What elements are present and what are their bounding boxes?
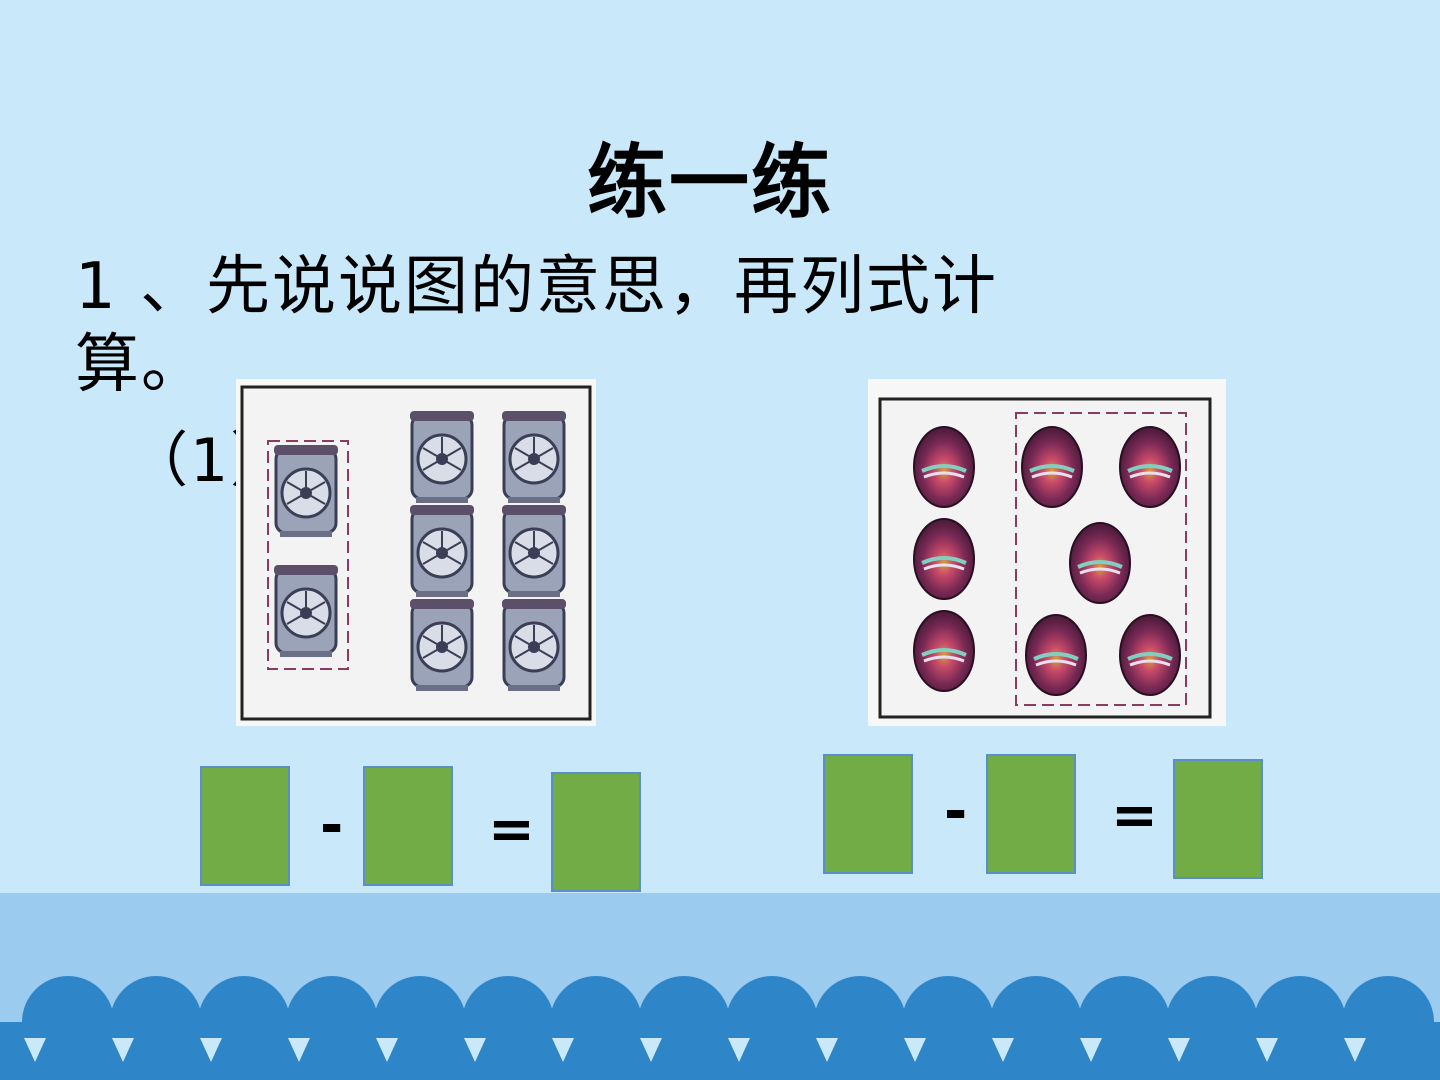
answer-box-right-1[interactable] — [823, 754, 913, 874]
egg-icon — [912, 425, 976, 509]
fan-icon — [272, 443, 340, 539]
instruction-text: 1 、先说说图的意思，再列式计算。 — [75, 250, 999, 402]
answer-box-left-3[interactable] — [551, 772, 641, 892]
egg-icon — [1068, 521, 1132, 605]
egg-icon — [912, 517, 976, 601]
answer-box-left-2[interactable] — [363, 766, 453, 886]
eggs-illustration — [878, 397, 1212, 719]
fan-icon — [272, 563, 340, 659]
minus-sign-right: - — [944, 779, 968, 844]
fans-illustration — [240, 385, 592, 721]
fan-icon — [500, 503, 568, 599]
answer-box-right-3[interactable] — [1173, 759, 1263, 879]
fans-picture — [236, 379, 596, 726]
egg-icon — [1024, 613, 1088, 697]
minus-sign-left: - — [320, 793, 344, 858]
slide-title: 练一练 — [587, 136, 833, 229]
egg-icon — [1118, 425, 1182, 509]
egg-icon — [1020, 425, 1084, 509]
fan-icon — [500, 597, 568, 693]
equals-sign-left: = — [488, 797, 535, 862]
fan-icon — [500, 409, 568, 505]
egg-icon — [912, 609, 976, 693]
answer-box-right-2[interactable] — [986, 754, 1076, 874]
eggs-picture — [868, 379, 1226, 726]
egg-icon — [1118, 613, 1182, 697]
fan-icon — [408, 597, 476, 693]
equals-sign-right: = — [1111, 783, 1158, 848]
fan-icon — [408, 503, 476, 599]
answer-box-left-1[interactable] — [200, 766, 290, 886]
waves-decoration — [0, 976, 1440, 1080]
fan-icon — [408, 409, 476, 505]
